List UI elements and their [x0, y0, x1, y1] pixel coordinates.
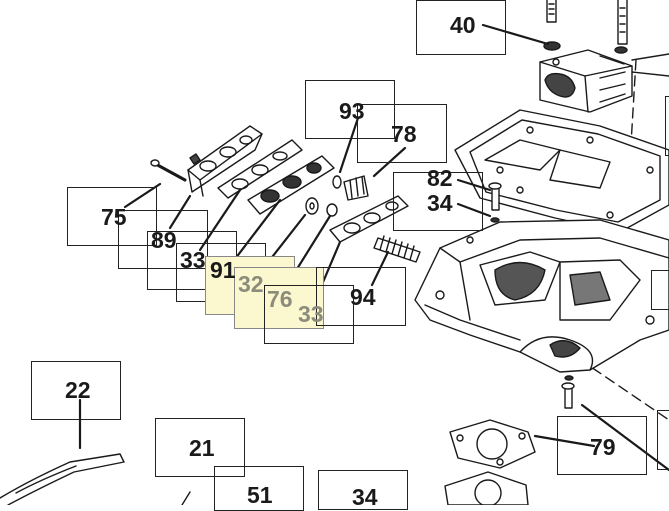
callout-34-bottom: 34 — [352, 484, 378, 510]
cover-gasket — [454, 109, 669, 233]
callout-33-highlighted: 33 — [298, 301, 324, 327]
callout-32: 32 — [238, 271, 264, 297]
callout-91: 91 — [210, 257, 236, 283]
main-housing — [414, 219, 669, 373]
callout-82: 82 — [427, 165, 453, 191]
callout-box-78 — [357, 104, 447, 163]
callout-box-94 — [316, 267, 406, 326]
callout-box-40 — [416, 0, 506, 55]
callout-box-76 — [234, 267, 324, 329]
callout-93: 93 — [339, 98, 365, 124]
callout-box-right-3 — [657, 410, 669, 470]
callout-34: 34 — [427, 190, 453, 216]
bolt-top-2 — [617, 0, 628, 45]
part-78 — [343, 175, 369, 201]
gasket-33b — [329, 195, 409, 243]
solenoid-assembly — [539, 49, 633, 113]
plate-91 — [247, 155, 335, 215]
callout-94: 94 — [350, 284, 376, 310]
callout-33: 33 — [180, 247, 206, 273]
gasket-bottom — [444, 471, 529, 505]
callout-22: 22 — [65, 377, 91, 403]
part-21-shaft — [181, 491, 191, 505]
callout-box-93 — [305, 80, 395, 139]
gasket-33a — [217, 139, 303, 199]
callout-box-21 — [155, 418, 245, 477]
bolt-82 — [488, 182, 502, 223]
part-76 — [326, 203, 338, 217]
callout-76: 76 — [267, 286, 293, 312]
washer-34 — [490, 217, 500, 223]
callout-box-33b — [264, 285, 354, 344]
callout-box-89 — [118, 210, 208, 269]
callout-51: 51 — [247, 482, 273, 508]
washer-right — [614, 46, 628, 54]
callout-89: 89 — [151, 227, 177, 253]
callout-79: 79 — [590, 434, 616, 460]
bolt-lower — [561, 375, 575, 409]
callout-75: 75 — [101, 204, 127, 230]
callout-box-right-2 — [651, 270, 669, 310]
spring-94 — [373, 235, 421, 263]
callout-box-79 — [557, 416, 647, 475]
callout-box-22 — [31, 361, 121, 420]
bracket-22 — [0, 453, 125, 505]
oring-93 — [332, 175, 342, 189]
callout-box-82 — [393, 172, 483, 231]
part-32 — [305, 197, 319, 215]
bolt-top-1 — [546, 0, 557, 23]
callout-21: 21 — [189, 435, 215, 461]
callout-box-right — [665, 96, 669, 156]
callout-40: 40 — [450, 12, 476, 38]
callout-78: 78 — [391, 121, 417, 147]
gasket-79 — [449, 419, 536, 469]
bolt-75 — [150, 159, 187, 182]
callout-box-75 — [67, 187, 157, 246]
cover-89 — [187, 125, 263, 197]
